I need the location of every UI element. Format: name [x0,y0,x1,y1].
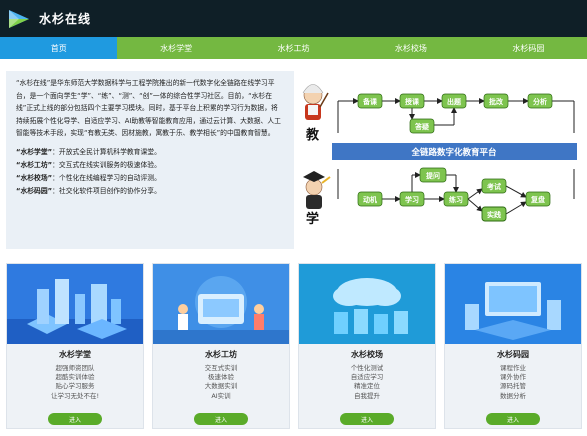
card-training-ground[interactable]: 水杉校场 个性化测试 自适应学习 精准定位 自我提升 进入 [298,263,436,429]
card-feature-list: 超强师资团队 超酷实训体验 贴心学习服务 让学习无处不在! [7,364,143,401]
node-exam [481,178,507,194]
teacher-icon [302,84,329,120]
student-icon [303,171,331,209]
card-feature: AI实训 [211,391,231,400]
card-title: 水杉学堂 [59,350,91,359]
card-feature: 大数据实训 [204,382,238,391]
flow-diagram-svg: 教 学 备课 授课 出题 [302,84,577,227]
card-feature: 超强师资团队 [55,364,95,372]
card-feature: 个性化测试 [350,364,384,372]
card-feature: 源码托管 [500,382,526,391]
card-feature: 贴心学习服务 [55,382,95,391]
nav-item-code-garden[interactable]: 水杉码园 [512,43,545,53]
learning-flow: 动机 学习 练习 考试 实践 复盘 提问 [337,167,575,222]
education-flow-diagram: 教 学 备课 授课 出题 [298,71,581,249]
card-feature: 课程作业 [500,364,526,372]
node-study [399,191,425,207]
workers-illustration-icon [153,264,289,344]
node-prepare-label: 备课 [362,97,378,106]
node-review [525,191,551,207]
nav-item-school[interactable]: 水杉学堂 [160,43,193,53]
card-feature: 数据分析 [500,391,526,400]
node-question-set-label: 出题 [447,97,462,106]
node-practice-label: 练习 [449,195,463,204]
card-feature: 自我提升 [354,391,380,400]
node-motivation-label: 动机 [363,195,377,204]
node-motivation [357,191,383,207]
intro-item-desc: ：开放式全民计算机科学教育课堂。 [52,147,161,156]
node-analysis [527,93,553,109]
card-feature-list: 个性化测试 自适应学习 精准定位 自我提升 [299,364,435,401]
intro-item-name: “水杉码园” [16,186,53,195]
card-title: 水杉工坊 [205,350,237,359]
node-lecture-label: 授课 [405,97,420,106]
platform-label: 全链路数字化教育平台 [410,147,497,158]
node-question-set [441,93,467,109]
node-ask-label: 提问 [425,171,440,180]
intro-item-desc: ：个性化在线编程学习的自动评测。 [52,173,161,182]
node-prepare [357,93,383,109]
card-feature: 极速体验 [208,373,234,382]
intro-item-name: “水杉学堂” [16,147,53,156]
enter-button[interactable]: 进入 [486,413,540,425]
card-feature: 自适应学习 [350,373,384,382]
node-grading [483,93,509,109]
app-title: 水杉在线 [39,12,92,26]
node-lecture [399,93,425,109]
enter-button[interactable]: 进入 [48,413,102,425]
intro-item: “水杉码园”：社交化软件项目创作的协作分享。 [16,185,284,198]
card-feature-list: 课程作业 课外协作 源码托管 数据分析 [445,364,581,401]
data-center-illustration-icon [445,264,581,344]
card-feature: 精准定位 [354,382,380,391]
intro-item: “水杉校场”：个性化在线编程学习的自动评测。 [16,172,284,185]
nav-item-home[interactable]: 首页 [0,37,118,59]
intro-item: “水杉学堂”：开放式全民计算机科学教育课堂。 [16,146,284,159]
top-header: 水杉在线 [0,0,587,37]
intro-item: “水杉工坊”：交互式在线实训服务的极速体验。 [16,159,284,172]
card-title: 水杉码园 [497,350,529,359]
enter-button[interactable]: 进入 [340,413,394,425]
node-exam-label: 考试 [487,182,501,191]
module-cards: 水杉学堂 超强师资团队 超酷实训体验 贴心学习服务 让学习无处不在! 进入 水杉… [6,263,582,431]
intro-item-desc: ：社交化软件项目创作的协作分享。 [52,186,161,195]
intro-item-name: “水杉校场” [16,173,53,182]
city-illustration-icon [7,264,143,344]
card-feature: 让学习无处不在! [50,391,100,400]
intro-paragraph: “水杉在线”是华东师范大学数据科学与工程学院推出的新一代数字化全链路在线学习平台… [16,79,281,138]
enter-button[interactable]: 进入 [194,413,248,425]
intro-panel: “水杉在线”是华东师范大学数据科学与工程学院推出的新一代数字化全链路在线学习平台… [6,71,294,249]
card-school[interactable]: 水杉学堂 超强师资团队 超酷实训体验 贴心学习服务 让学习无处不在! 进入 [6,263,144,429]
main-nav: 首页 水杉学堂 水杉工坊 水杉校场 水杉码园 [0,37,587,59]
node-ask [419,167,447,183]
learn-label: 学 [306,211,319,227]
node-grading-label: 批改 [489,97,504,106]
card-workshop[interactable]: 水杉工坊 交互式实训 极速体验 大数据实训 AI实训 进入 [152,263,290,429]
node-practice [443,191,469,207]
card-feature: 课外协作 [500,373,526,382]
node-answer-label: 答疑 [414,122,430,131]
teaching-flow: 备课 授课 出题 批改 分析 答疑 [337,93,575,134]
node-study-label: 学习 [405,195,419,204]
play-triangle-logo-icon[interactable] [6,8,32,30]
card-feature: 超酷实训体验 [55,373,95,382]
teach-label: 教 [305,127,320,143]
node-answer [409,118,435,134]
node-analysis-label: 分析 [533,97,547,106]
card-feature-list: 交互式实训 极速体验 大数据实训 AI实训 [153,364,289,401]
card-code-garden[interactable]: 水杉码园 课程作业 课外协作 源码托管 数据分析 进入 [444,263,582,429]
node-hands-on-label: 实践 [487,210,501,219]
node-review-label: 复盘 [530,195,545,204]
nav-item-workshop[interactable]: 水杉工坊 [277,43,310,53]
card-title: 水杉校场 [351,350,383,359]
platform-band [332,143,577,160]
intro-item-desc: ：交互式在线实训服务的极速体验。 [52,160,161,169]
cloud-illustration-icon [299,264,435,344]
intro-item-name: “水杉工坊” [16,160,53,169]
node-hands-on [481,206,507,222]
nav-item-training-ground[interactable]: 水杉校场 [394,43,427,53]
card-feature: 交互式实训 [204,364,238,372]
